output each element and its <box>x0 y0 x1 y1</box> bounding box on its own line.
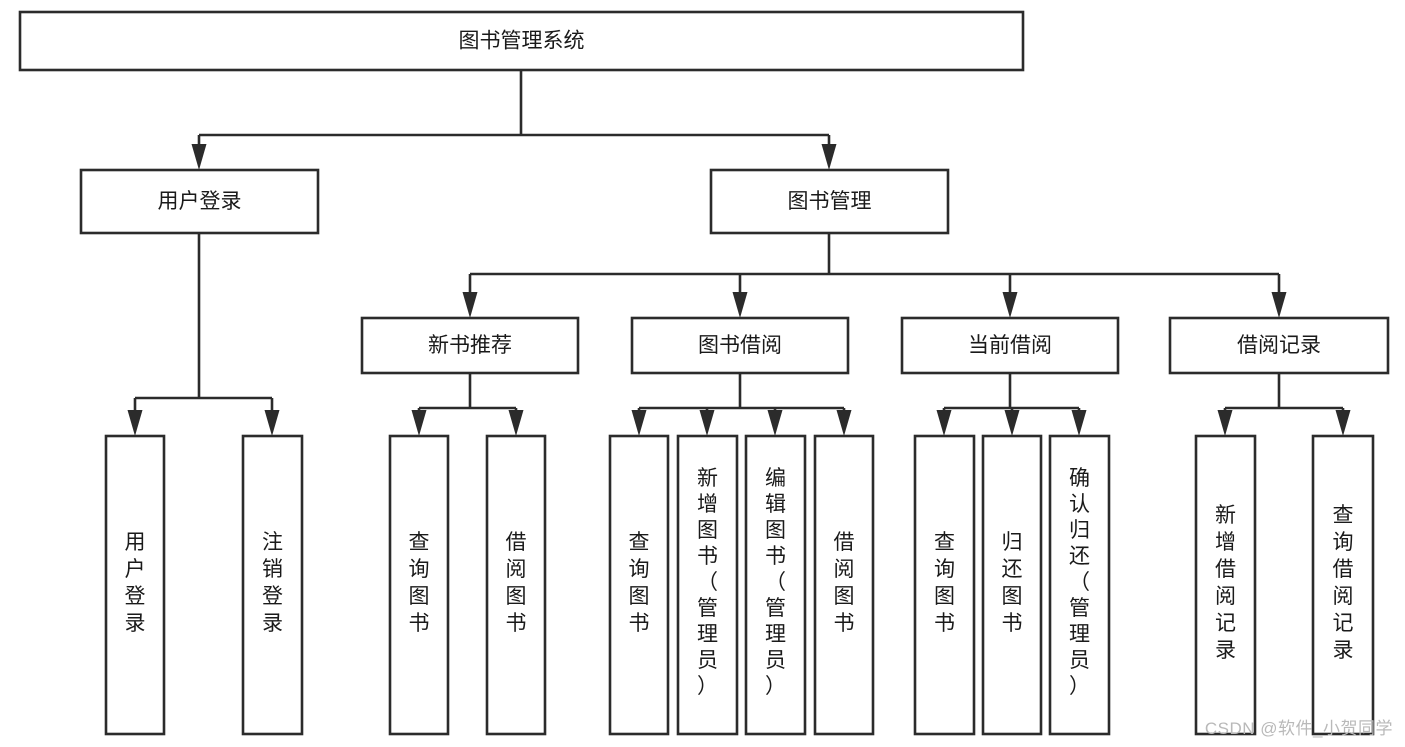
node-label-new-book-recommend: 新书推荐 <box>428 334 512 357</box>
node-box-leaf-add-book-admin <box>676 434 739 736</box>
node-box-leaf-user-login <box>104 434 166 736</box>
node-leaf-confirm-return-admin[interactable]: 确认归还（管理员） <box>1048 434 1111 736</box>
arrow-head-icon <box>462 292 478 318</box>
node-leaf-edit-book-admin[interactable]: 编辑图书（管理员） <box>744 434 807 736</box>
node-label-leaf-return-book: 归还图书 <box>1002 531 1023 635</box>
connector-c-borrow-split <box>631 373 852 436</box>
node-box-leaf-confirm-return-admin <box>1048 434 1111 736</box>
node-label-leaf-borrow-book-recommend: 借阅图书 <box>506 531 527 635</box>
node-leaf-return-book[interactable]: 归还图书 <box>981 434 1043 736</box>
node-label-book-manage: 图书管理 <box>788 190 872 213</box>
arrow-head-icon <box>1071 410 1087 436</box>
node-leaf-add-borrow-record[interactable]: 新增借阅记录 <box>1194 434 1257 736</box>
node-user-login[interactable]: 用户登录 <box>79 168 320 235</box>
node-box-leaf-borrow-book <box>813 434 875 736</box>
arrow-head-icon <box>1335 410 1351 436</box>
arrow-head-icon <box>1271 292 1287 318</box>
node-label-leaf-add-borrow-record: 新增借阅记录 <box>1215 504 1236 662</box>
node-label-root: 图书管理系统 <box>459 30 585 53</box>
node-box-leaf-query-book-recommend <box>388 434 450 736</box>
node-label-leaf-borrow-book: 借阅图书 <box>834 531 855 635</box>
arrow-head-icon <box>767 410 783 436</box>
arrow-head-icon <box>732 292 748 318</box>
arrow-head-icon <box>631 410 647 436</box>
arrow-head-icon <box>821 144 837 170</box>
connector-c-userlogin-split <box>127 233 280 436</box>
node-leaf-query-book-current[interactable]: 查询图书 <box>913 434 976 736</box>
node-box-leaf-query-book-borrow <box>608 434 670 736</box>
node-label-leaf-confirm-return-admin: 确认归还（管理员） <box>1069 467 1090 698</box>
node-box-borrow-record <box>1168 316 1390 375</box>
node-label-leaf-query-borrow-record: 查询借阅记录 <box>1333 504 1354 662</box>
node-box-book-manage <box>709 168 950 235</box>
node-leaf-query-book-recommend[interactable]: 查询图书 <box>388 434 450 736</box>
arrow-head-icon <box>127 410 143 436</box>
node-leaf-borrow-book[interactable]: 借阅图书 <box>813 434 875 736</box>
node-label-borrow-record: 借阅记录 <box>1237 334 1321 357</box>
arrow-head-icon <box>191 144 207 170</box>
node-box-new-book-recommend <box>360 316 580 375</box>
connector-c-record-split <box>1217 373 1351 436</box>
connector-c-bookmanage-split <box>462 233 1287 318</box>
node-new-book-recommend[interactable]: 新书推荐 <box>360 316 580 375</box>
node-box-leaf-edit-book-admin <box>744 434 807 736</box>
node-box-leaf-user-logout <box>241 434 304 736</box>
node-box-root <box>18 10 1025 72</box>
node-box-leaf-return-book <box>981 434 1043 736</box>
node-root[interactable]: 图书管理系统 <box>18 10 1025 72</box>
node-label-leaf-query-book-recommend: 查询图书 <box>409 531 430 635</box>
node-leaf-borrow-book-recommend[interactable]: 借阅图书 <box>485 434 547 736</box>
node-box-book-borrow <box>630 316 850 375</box>
node-box-leaf-query-book-current <box>913 434 976 736</box>
connector-c-current-split <box>936 373 1087 436</box>
node-label-leaf-edit-book-admin: 编辑图书（管理员） <box>765 467 786 698</box>
arrow-head-icon <box>1004 410 1020 436</box>
connectors-layer <box>127 70 1351 436</box>
arrow-head-icon <box>936 410 952 436</box>
node-book-manage[interactable]: 图书管理 <box>709 168 950 235</box>
node-leaf-user-login[interactable]: 用户登录 <box>104 434 166 736</box>
node-box-current-borrow <box>900 316 1120 375</box>
node-leaf-add-book-admin[interactable]: 新增图书（管理员） <box>676 434 739 736</box>
node-box-user-login <box>79 168 320 235</box>
connector-c-recommend-split <box>411 373 524 436</box>
node-label-leaf-query-book-borrow: 查询图书 <box>629 531 650 635</box>
arrow-head-icon <box>1217 410 1233 436</box>
arrow-head-icon <box>264 410 280 436</box>
node-label-current-borrow: 当前借阅 <box>968 334 1052 357</box>
node-box-leaf-query-borrow-record <box>1311 434 1375 736</box>
node-borrow-record[interactable]: 借阅记录 <box>1168 316 1390 375</box>
nodes-layer: 图书管理系统用户登录图书管理新书推荐图书借阅当前借阅借阅记录用户登录注销登录查询… <box>18 10 1390 736</box>
arrow-head-icon <box>508 410 524 436</box>
node-current-borrow[interactable]: 当前借阅 <box>900 316 1120 375</box>
arrow-head-icon <box>1002 292 1018 318</box>
arrow-head-icon <box>699 410 715 436</box>
node-leaf-user-logout[interactable]: 注销登录 <box>241 434 304 736</box>
node-label-leaf-user-logout: 注销登录 <box>262 531 283 635</box>
node-box-leaf-add-borrow-record <box>1194 434 1257 736</box>
node-label-user-login: 用户登录 <box>158 190 242 213</box>
node-book-borrow[interactable]: 图书借阅 <box>630 316 850 375</box>
node-label-book-borrow: 图书借阅 <box>698 334 782 357</box>
watermark-text: CSDN @软件_小贺同学 <box>1204 719 1393 738</box>
connector-c-root-split <box>191 70 837 170</box>
arrow-head-icon <box>836 410 852 436</box>
node-leaf-query-borrow-record[interactable]: 查询借阅记录 <box>1311 434 1375 736</box>
node-label-leaf-add-book-admin: 新增图书（管理员） <box>697 467 718 698</box>
node-label-leaf-query-book-current: 查询图书 <box>934 531 955 635</box>
node-box-leaf-borrow-book-recommend <box>485 434 547 736</box>
node-leaf-query-book-borrow[interactable]: 查询图书 <box>608 434 670 736</box>
node-label-leaf-user-login: 用户登录 <box>125 531 146 635</box>
arrow-head-icon <box>411 410 427 436</box>
